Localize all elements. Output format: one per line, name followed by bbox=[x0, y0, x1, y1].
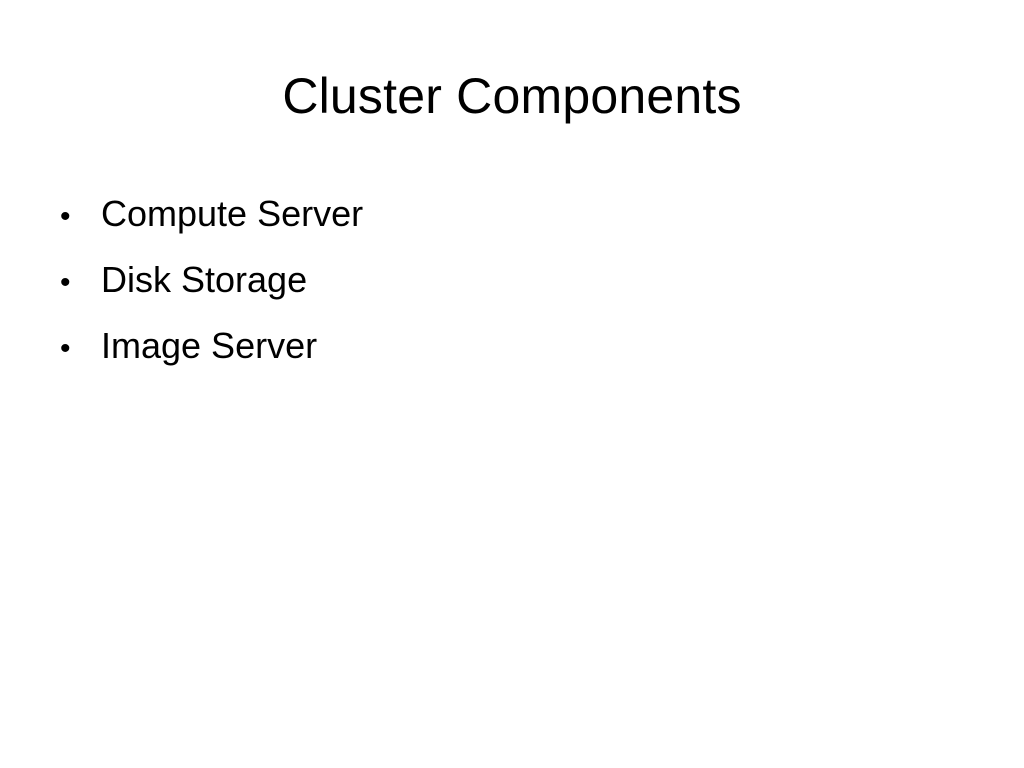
bullet-text: Disk Storage bbox=[101, 259, 308, 300]
slide-title: Cluster Components bbox=[282, 68, 742, 124]
bullet-text: Compute Server bbox=[101, 193, 364, 234]
bullet-icon: • bbox=[60, 200, 71, 233]
list-item: • Compute Server bbox=[60, 186, 363, 252]
bullet-icon: • bbox=[60, 266, 71, 299]
list-item: • Image Server bbox=[60, 318, 363, 384]
list-item: • Disk Storage bbox=[60, 252, 363, 318]
bullet-list: • Compute Server • Disk Storage • Image … bbox=[60, 186, 363, 384]
bullet-text: Image Server bbox=[101, 325, 318, 366]
bullet-icon: • bbox=[60, 332, 71, 365]
